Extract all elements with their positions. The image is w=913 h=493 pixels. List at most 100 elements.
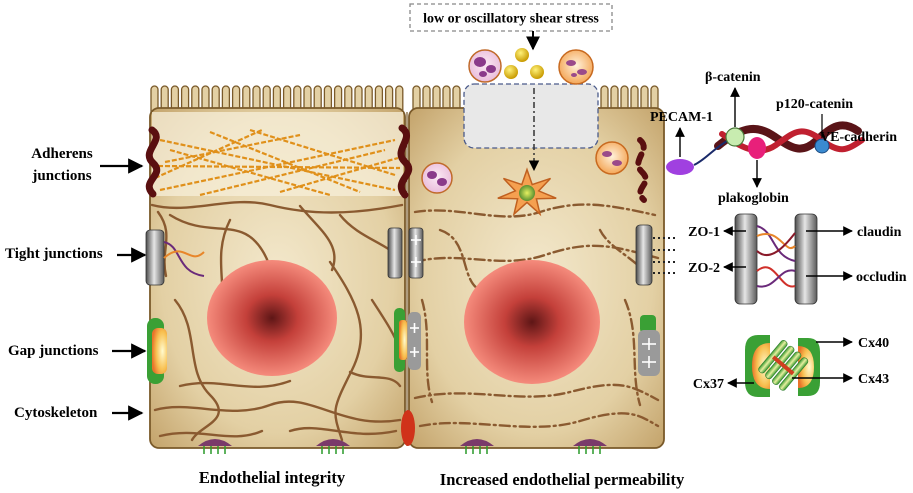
cytoskeleton-filament xyxy=(298,204,336,272)
connexon-channels xyxy=(758,340,809,391)
neutrophil-nucleus-lobe xyxy=(486,65,496,73)
monocyte xyxy=(558,49,594,85)
label-cytoskeleton: Cytoskeleton xyxy=(14,405,98,421)
neutrophil xyxy=(421,162,453,194)
neutrophil-body xyxy=(421,162,453,194)
cytoskeleton-filament xyxy=(178,379,292,388)
label-occludin: occludin xyxy=(856,270,907,285)
adhesion-cap xyxy=(316,439,350,446)
focal-adhesion xyxy=(198,439,232,454)
cytoskeleton-filament xyxy=(348,370,402,388)
label-beta-catenin: β-catenin xyxy=(705,70,761,85)
adhesion-legs xyxy=(465,446,488,454)
disruption-marks xyxy=(410,323,419,357)
left-labels: Adherens junctions Tight junctions Gap j… xyxy=(5,146,147,421)
adhesion-legs xyxy=(578,446,601,454)
label-adherens-line2: junctions xyxy=(31,168,91,184)
label-cx37: Cx37 xyxy=(693,377,724,392)
adherens-strand xyxy=(145,126,161,198)
paracellular-gap xyxy=(463,83,599,149)
adhesion-cap xyxy=(460,439,494,446)
label-zo1: ZO-1 xyxy=(688,225,720,240)
label-cx40: Cx40 xyxy=(858,336,889,351)
intercellular-red-body xyxy=(401,410,415,446)
gap-junction-intercellular xyxy=(394,308,421,372)
monocyte-granule xyxy=(571,73,577,77)
tj-strand xyxy=(756,232,796,257)
tj-strand xyxy=(756,233,796,249)
cytoskeleton-fragment xyxy=(413,244,660,264)
leukocytes xyxy=(421,48,629,217)
label-cx43: Cx43 xyxy=(858,372,889,387)
tj-strand xyxy=(756,269,796,288)
neutrophil-nucleus-lobe xyxy=(474,57,486,67)
label-gap-junctions: Gap junctions xyxy=(8,343,99,359)
monocyte-granule xyxy=(602,151,612,157)
tj-strand xyxy=(756,266,796,288)
actin-fiber xyxy=(159,138,396,192)
neutrophil xyxy=(468,49,502,83)
disruption-marks xyxy=(411,235,421,267)
cytoskeleton-filament xyxy=(173,298,220,442)
gap-junction-membrane xyxy=(640,315,656,333)
activated-cell-core xyxy=(519,185,535,201)
activated-transmigrating-cell xyxy=(497,167,557,217)
cytoskeleton-fragment xyxy=(413,383,660,402)
actin-fiber xyxy=(199,148,386,197)
monocyte-body xyxy=(558,49,594,85)
gap-junction-left xyxy=(147,318,167,384)
actin-fiber xyxy=(157,164,401,170)
cytoskeleton-filament xyxy=(158,429,264,438)
gap-junction-disrupted-half xyxy=(408,312,421,370)
disruption-marks xyxy=(642,338,656,368)
cytoskeleton-fragment xyxy=(418,412,660,428)
cytoskeleton-filament xyxy=(328,260,363,442)
stimulus-label: low or oscillatory shear stress xyxy=(423,12,599,27)
monocyte-granule xyxy=(612,160,622,166)
label-plakoglobin: plakoglobin xyxy=(718,191,789,206)
gap-junction-disrupted xyxy=(638,315,660,376)
beta-catenin-molecule xyxy=(725,127,745,147)
cytoskeleton-fragment xyxy=(438,228,482,292)
label-claudin: claudin xyxy=(857,225,902,240)
adherens-junction-left xyxy=(145,126,161,198)
adhesion-legs xyxy=(321,446,344,454)
tight-junction-strand xyxy=(163,250,205,259)
cytoskeleton-filament xyxy=(288,426,398,436)
stimulus-box xyxy=(409,3,613,32)
actin-fiber xyxy=(209,130,361,194)
basal-adhesions xyxy=(198,439,607,454)
tight-junction-intercellular xyxy=(387,227,424,279)
actin-fiber xyxy=(154,128,263,180)
tight-junction-detail: ZO-1 ZO-2 claudin occludin xyxy=(688,213,907,305)
shear-stress-stimulus: low or oscillatory shear stress xyxy=(409,3,613,51)
focal-adhesion xyxy=(316,439,350,454)
platelet xyxy=(504,65,518,79)
adherens-junction-disrupted xyxy=(635,137,649,203)
label-tight-junctions: Tight junctions xyxy=(5,246,103,262)
tight-junction-strand xyxy=(163,241,205,277)
neutrophil-nucleus-lobe xyxy=(437,178,447,186)
left-nucleus xyxy=(207,260,337,376)
tight-junction-cylinder xyxy=(387,227,403,279)
neutrophil-body xyxy=(468,49,502,83)
label-adherens-line1: Adherens xyxy=(31,146,93,162)
pecam1-linker xyxy=(693,140,728,166)
monocyte-body xyxy=(595,141,629,175)
label-zo2: ZO-2 xyxy=(688,261,720,276)
tj-membrane-cylinder-left xyxy=(734,213,758,305)
caption-increased-permeability: Increased endothelial permeability xyxy=(440,470,685,489)
monocyte xyxy=(595,141,629,175)
right-nucleus xyxy=(464,260,600,384)
pecam1-molecule xyxy=(666,159,694,175)
platelet xyxy=(530,65,544,79)
cytoskeleton-filament xyxy=(153,400,402,423)
focal-adhesion xyxy=(573,439,607,454)
tight-junction-disrupted xyxy=(635,224,675,286)
monocyte-granule xyxy=(577,69,587,75)
gap-junction-detail: Cx40 Cx43 Cx37 xyxy=(693,335,889,397)
cytoskeleton-fragment xyxy=(623,298,642,407)
dissociated-strands xyxy=(653,237,675,274)
platelet xyxy=(515,48,529,62)
adhesion-legs xyxy=(203,446,226,454)
